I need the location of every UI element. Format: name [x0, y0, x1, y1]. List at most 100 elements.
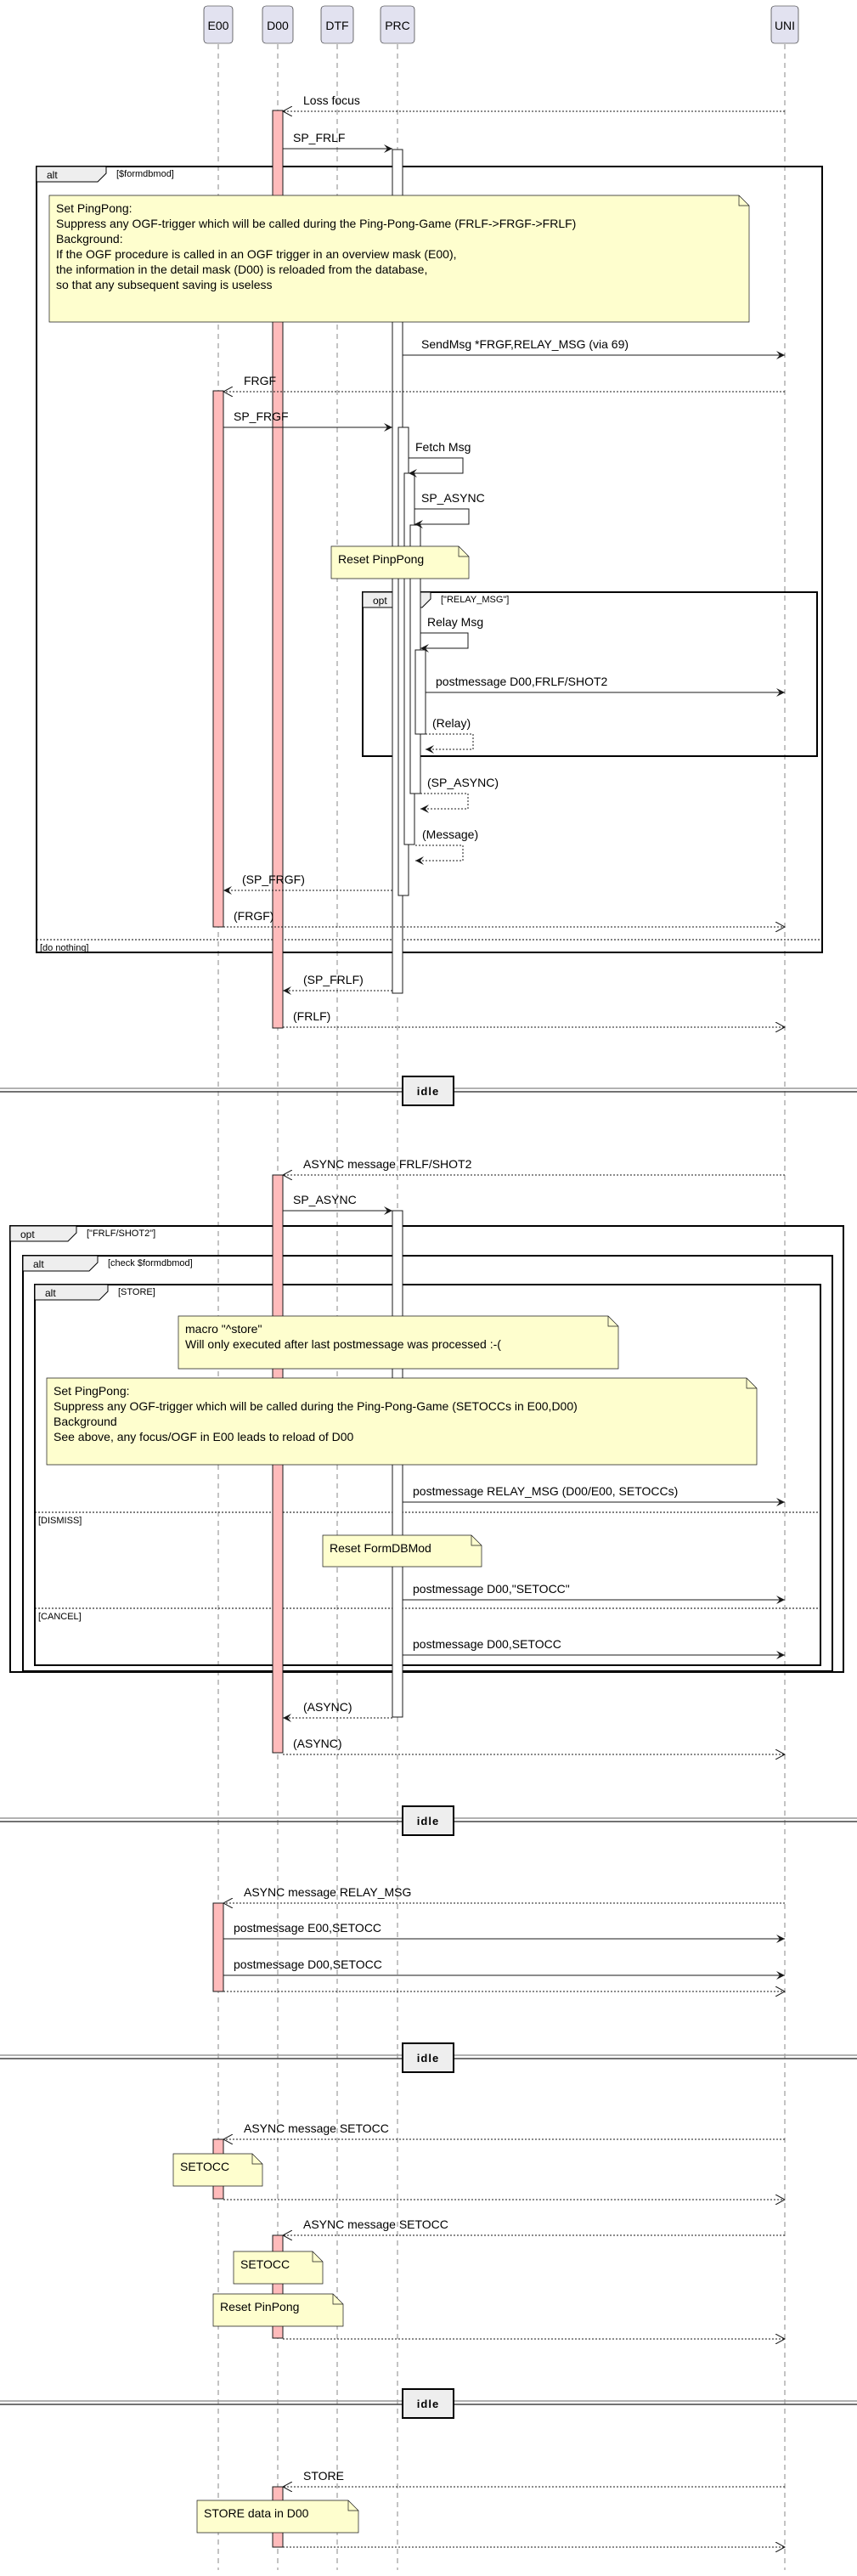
message-arrow: ASYNC message RELAY_MSG [223, 1885, 785, 1903]
fragment-frame [22, 1255, 833, 1672]
fragment-header [22, 1255, 99, 1272]
message-label: postmessage D00,"SETOCC" [413, 1582, 570, 1596]
note-line: See above, any focus/OGF in E00 leads to… [54, 1430, 354, 1443]
fragment-frame [362, 591, 818, 757]
message-label: postmessage D00,SETOCC [234, 1957, 382, 1971]
note-body [46, 1377, 758, 1466]
divider-label: idle [417, 1815, 439, 1827]
note: Reset FormDBMod [322, 1534, 482, 1568]
message-label: postmessage D00,SETOCC [413, 1637, 561, 1651]
note-line: STORE data in D00 [204, 2506, 309, 2520]
participant-box-prc [380, 5, 415, 44]
note-body [212, 2293, 344, 2327]
message-line [414, 508, 470, 528]
fragment-guard: [$formdbmod] [116, 169, 174, 179]
message-label: (Relay) [432, 716, 471, 730]
divider-box [402, 1805, 454, 1836]
fragment-header [36, 166, 107, 183]
message-label: (SP_FRLF) [303, 973, 364, 986]
note: Set PingPong:Suppress any OGF-trigger wh… [48, 195, 750, 323]
note-line: SETOCC [180, 2160, 229, 2173]
message-label: ASYNC message RELAY_MSG [244, 1885, 411, 1899]
note-line: Will only executed after last postmessag… [185, 1337, 501, 1351]
message-label: SP_FRLF [293, 131, 345, 144]
message-arrow: postmessage D00,FRLF/SHOT2 [426, 675, 785, 697]
message-arrow: (ASYNC) [283, 1737, 785, 1754]
activation-bar-prc-nested [414, 649, 426, 735]
note-line: Suppress any OGF-trigger which will be c… [54, 1399, 578, 1413]
message-arrow: STORE [283, 2469, 785, 2487]
note-body [330, 545, 470, 579]
message-self: (SP_ASYNC) [420, 776, 499, 813]
participant-label-d00: D00 [267, 19, 289, 32]
message-self: Relay Msg [420, 615, 483, 652]
fragment-frame [34, 1284, 821, 1666]
note-body [178, 1315, 619, 1370]
message-label: STORE [303, 2469, 344, 2483]
note-line: Set PingPong: [54, 1384, 130, 1398]
activation-bar-d00 [272, 110, 284, 1029]
divider-label: idle [417, 2398, 439, 2410]
message-label: postmessage E00,SETOCC [234, 1921, 381, 1935]
note-corner [251, 2154, 262, 2165]
note-line: Suppress any OGF-trigger which will be c… [56, 217, 576, 230]
fragment-kind: opt [373, 595, 387, 607]
divider-label: idle [417, 2052, 439, 2065]
message-label: SP_ASYNC [421, 491, 485, 505]
note-corner [738, 195, 749, 206]
message-self: SP_ASYNC [414, 491, 485, 528]
message-arrow: (FRLF) [283, 1009, 785, 1027]
note-line: Reset PinpPong [338, 552, 424, 566]
message-arrow: ASYNC message SETOCC [283, 2217, 785, 2235]
note: Reset PinpPong [330, 545, 470, 579]
note-corner [332, 2294, 343, 2305]
participant-label-uni: UNI [775, 19, 795, 32]
message-label: postmessage D00,FRLF/SHOT2 [436, 675, 608, 688]
message-arrow: (FRGF) [223, 909, 785, 927]
message-label: ASYNC message SETOCC [244, 2121, 389, 2135]
fragment-else-guard: [CANCEL] [38, 1612, 82, 1622]
fragment-kind: alt [45, 1287, 56, 1299]
fragment-kind: opt [20, 1229, 35, 1240]
note-body [233, 2251, 324, 2285]
fragment-guard: [check $formdbmod] [108, 1258, 193, 1268]
fragment-else-guard: [DISMISS] [38, 1516, 82, 1526]
message-arrow: postmessage D00,SETOCC [403, 1637, 785, 1659]
fragment-kind: alt [33, 1258, 44, 1270]
note-body [322, 1534, 482, 1568]
divider-label: idle [417, 1085, 439, 1098]
message-label: (ASYNC) [303, 1700, 352, 1714]
note: STORE data in D00 [196, 2500, 359, 2534]
message-line [415, 845, 464, 865]
message-self: Fetch Msg [409, 440, 471, 477]
message-arrow: ASYNC message FRLF/SHOT2 [283, 1157, 785, 1175]
message-label: Loss focus [303, 93, 360, 107]
note-line: If the OGF procedure is called in an OGF… [56, 247, 457, 261]
message-label: (ASYNC) [293, 1737, 342, 1750]
message-arrow: SP_FRLF [283, 131, 392, 153]
message-label: SP_FRGF [234, 410, 289, 423]
message-line [426, 733, 474, 754]
message-label: FRGF [244, 374, 276, 387]
fragment-guard: [STORE] [118, 1287, 155, 1297]
note-line: Reset PinPong [220, 2300, 299, 2313]
message-arrow: (ASYNC) [283, 1700, 392, 1722]
fragment-kind: alt [47, 169, 58, 181]
message-label: Relay Msg [427, 615, 483, 629]
fragment-frame [36, 166, 823, 953]
note-line: Reset FormDBMod [330, 1541, 431, 1555]
activation-bar-e00 [212, 1902, 224, 1992]
message-line [409, 457, 464, 477]
note: SETOCC [172, 2153, 263, 2187]
message-arrow: postmessage RELAY_MSG (D00/E00, SETOCCs) [403, 1484, 785, 1506]
message-arrow: ASYNC message SETOCC [223, 2121, 785, 2139]
message-arrow: Loss focus [283, 93, 785, 111]
participant-box-uni [770, 5, 799, 44]
participant-label-e00: E00 [208, 19, 229, 32]
note-corner [471, 1535, 482, 1546]
note: Reset PinPong [212, 2293, 344, 2327]
note: Set PingPong:Suppress any OGF-trigger wh… [46, 1377, 758, 1466]
fragment-alt: alt[$formdbmod][do nothing] [36, 166, 823, 953]
message-arrow: SendMsg *FRGF,RELAY_MSG (via 69) [403, 337, 785, 359]
message-line [420, 632, 469, 652]
